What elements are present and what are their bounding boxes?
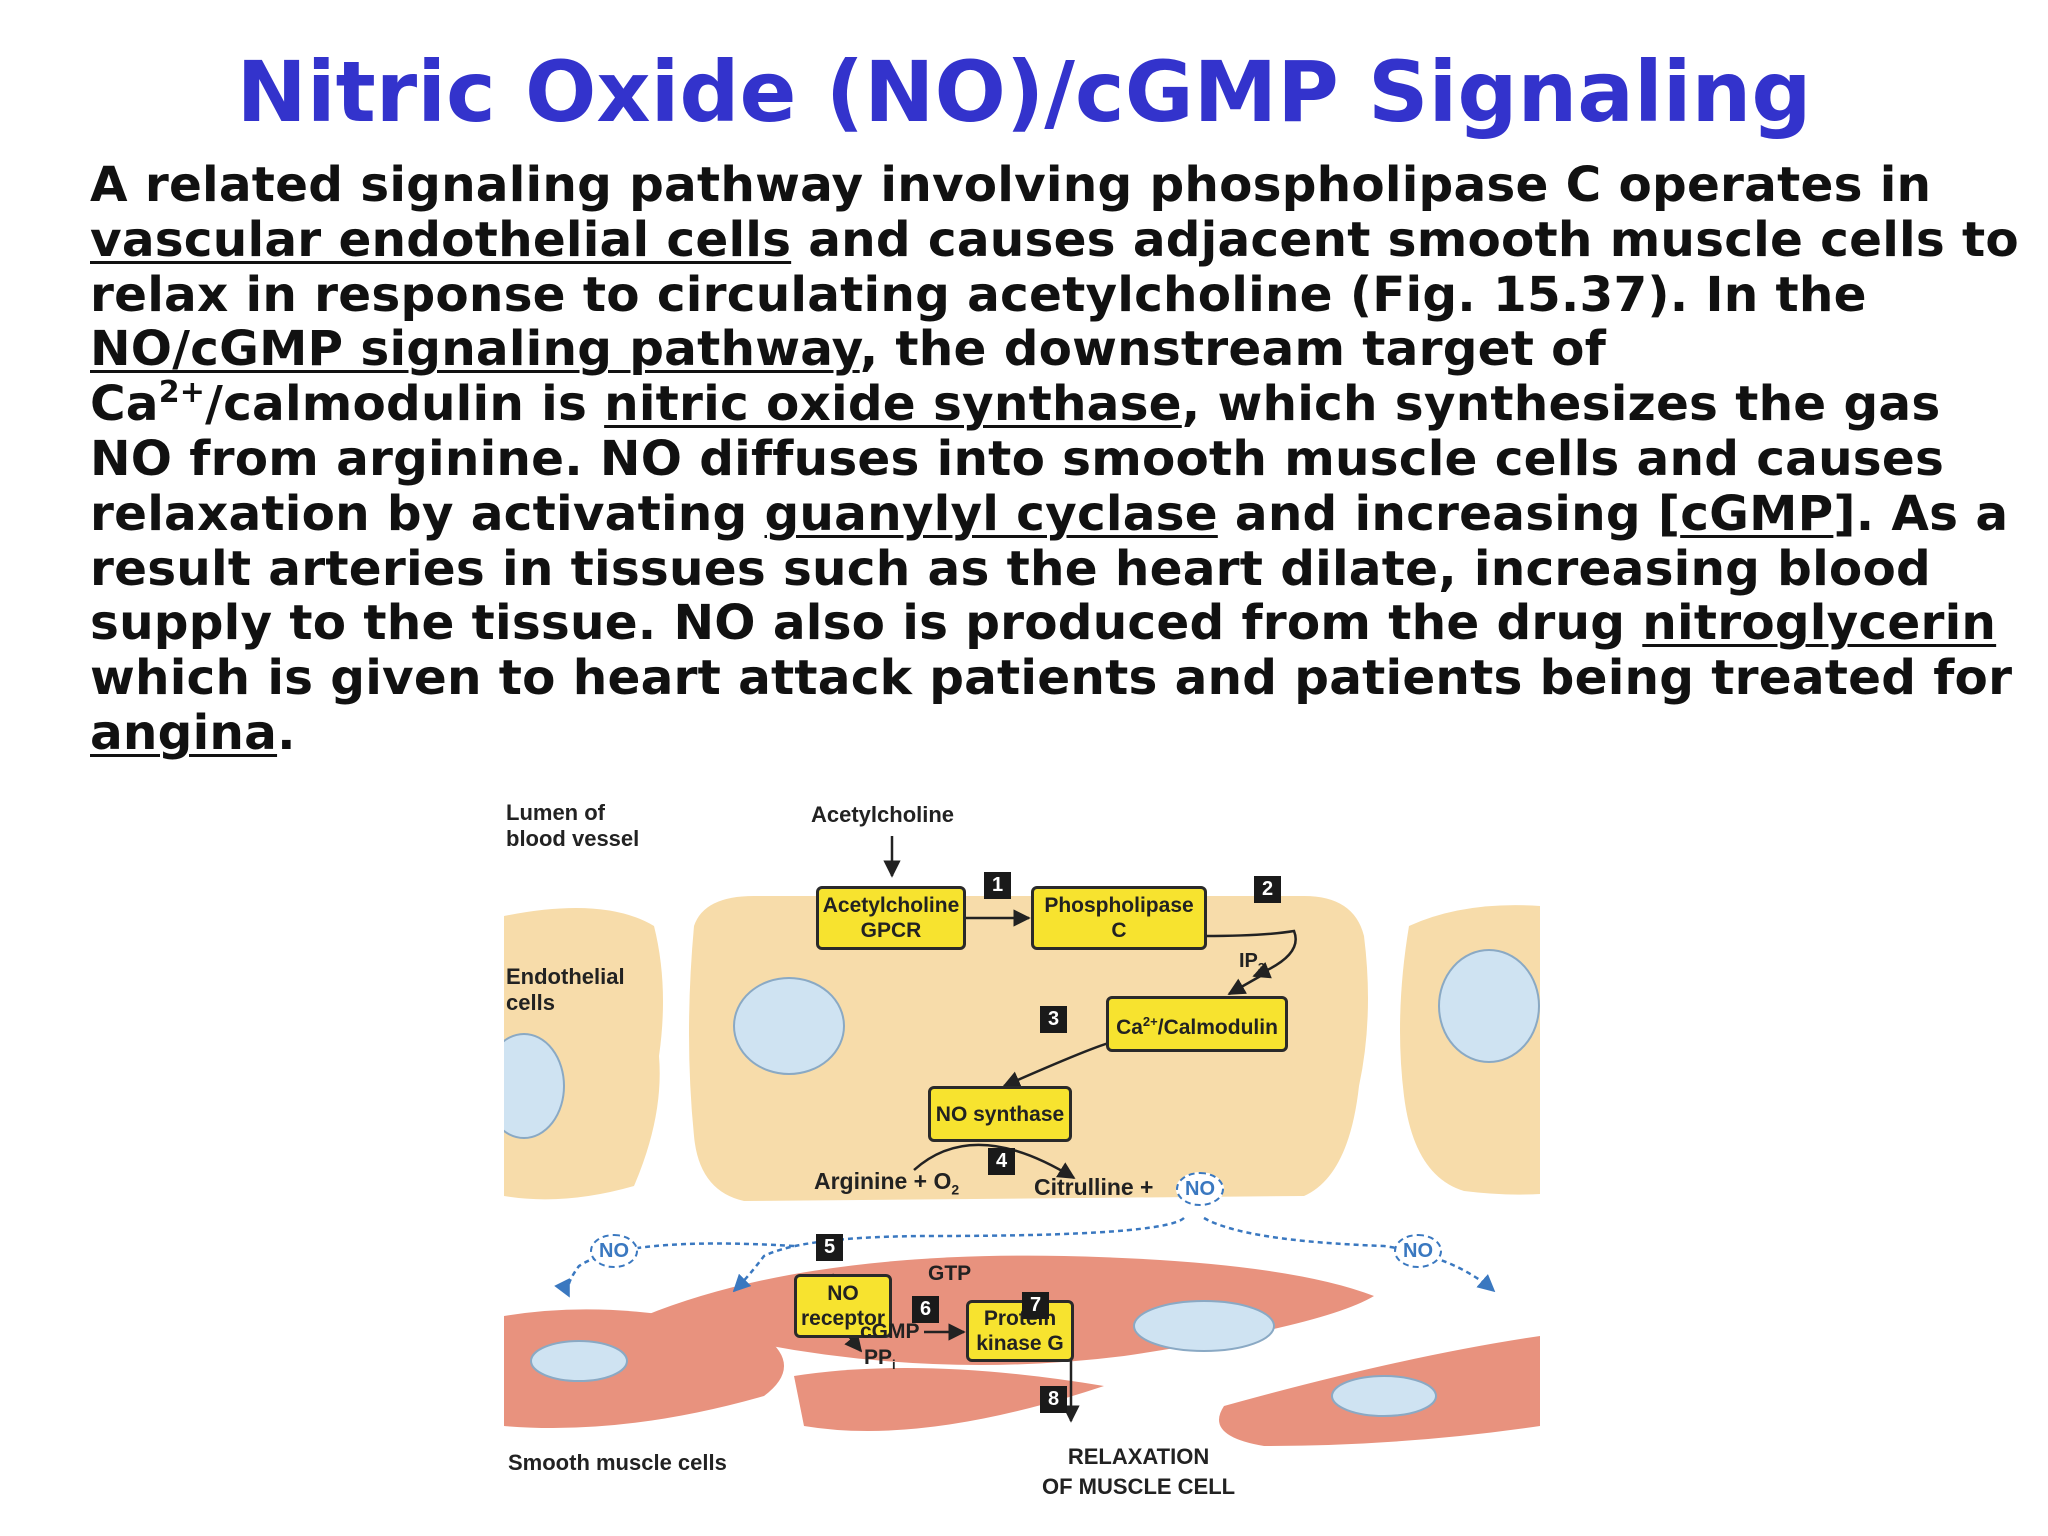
no-diffusion-far-left: [554, 1242, 795, 1298]
ppi-text: PP: [864, 1346, 893, 1369]
body-paragraph: A related signaling pathway involving ph…: [90, 158, 2020, 761]
plc-box-line2: C: [1111, 919, 1127, 942]
step-marker-4: 4: [988, 1148, 1015, 1175]
label-endothelial-line1: Endothelial: [506, 964, 625, 989]
ppi-subscript: i: [892, 1357, 896, 1373]
gpcr-box-line1: Acetylcholine: [822, 894, 960, 917]
nucleus-muscle-center: [1133, 1300, 1275, 1352]
label-citrulline: Citrulline +: [1034, 1174, 1154, 1200]
term-cgmp: cGMP: [1680, 485, 1834, 542]
term-guanylyl-cyclase: guanylyl cyclase: [764, 485, 1218, 542]
smooth-muscle-cell-bottom: [794, 1368, 1104, 1431]
no-molecule-released: NO: [1176, 1172, 1224, 1206]
label-cgmp: cGMP: [860, 1320, 920, 1343]
box-calmodulin: Ca2+/Calmodulin: [1106, 996, 1288, 1052]
label-endothelial-line2: cells: [506, 990, 555, 1015]
nucleus-endothelial-right: [1438, 949, 1540, 1063]
label-endothelial: Endothelial cells: [506, 964, 625, 1016]
body-text-segment: /calmodulin is: [205, 376, 605, 433]
body-text-segment: A related signaling pathway involving ph…: [90, 157, 1932, 213]
arrow-ip3: [1227, 972, 1265, 996]
label-acetylcholine: Acetylcholine: [811, 802, 955, 827]
ip3-subscript: 3: [1257, 960, 1266, 975]
step-marker-1: 1: [984, 872, 1011, 899]
label-smooth-muscle: Smooth muscle cells: [508, 1450, 727, 1475]
relaxation-line1: RELAXATION: [1067, 1444, 1210, 1469]
term-nitroglycerin: nitroglycerin: [1642, 595, 1997, 652]
label-lumen-line1: Lumen of: [506, 800, 605, 825]
body-text-segment: which is given to heart attack patients …: [90, 650, 2013, 707]
no-molecule-right: NO: [1394, 1234, 1442, 1268]
step-marker-6: 6: [912, 1296, 939, 1323]
page-title: Nitric Oxide (NO)/cGMP Signaling: [236, 43, 1812, 141]
nucleus-muscle-right: [1331, 1375, 1437, 1417]
label-ppi: PPi: [864, 1346, 896, 1372]
ip3-text: IP: [1239, 950, 1258, 972]
step-marker-2: 2: [1254, 876, 1281, 903]
smooth-muscle-cell-left: [504, 1309, 784, 1428]
nucleus-endothelial-left: [504, 1033, 565, 1139]
arginine-text: Arginine + O: [814, 1168, 952, 1194]
body-text-segment: and increasing [: [1217, 485, 1681, 542]
calcium-charge: 2+: [158, 375, 206, 411]
arrow-step4: [913, 1143, 1076, 1180]
pkg-box-line2: kinase G: [976, 1332, 1064, 1355]
step-marker-5: 5: [816, 1234, 843, 1261]
gpcr-box-line2: GPCR: [860, 919, 922, 942]
body-text-segment: , which synthesizes the gas NO from argi…: [90, 376, 1945, 542]
label-ip3: IP3: [1239, 950, 1265, 975]
term-nitric-oxide-synthase: nitric oxide synthase: [604, 376, 1182, 433]
plc-box-line1: Phospholipase: [1044, 894, 1194, 917]
label-relaxation: RELAXATION OF MUSCLE CELL: [1042, 1442, 1235, 1502]
no-receptor-line2: receptor: [800, 1307, 886, 1330]
relaxation-line2: OF MUSCLE CELL: [1042, 1474, 1236, 1499]
arrow-step2: [1203, 929, 1297, 979]
nucleus-endothelial-center: [733, 977, 845, 1075]
term-angina: angina: [90, 704, 278, 761]
no-diffusion-right: [1203, 1216, 1496, 1293]
figure-artwork: [504, 836, 1540, 1446]
no-cgmp-pathway-figure: Lumen of blood vessel Acetylcholine Endo…: [504, 796, 1540, 1516]
arginine-subscript: 2: [951, 1181, 960, 1198]
term-vascular-endothelial-cells: vascular endothelial cells: [90, 211, 792, 268]
body-text-segment: and causes adjacent smooth muscle cells …: [90, 211, 2019, 323]
body-text-segment: .: [277, 704, 296, 761]
pkg-box-line1: Protein: [983, 1307, 1057, 1330]
term-no-cgmp-pathway: NO/cGMP signaling pathway: [90, 321, 860, 378]
body-text-segment: , the downstream target of Ca: [90, 321, 1607, 433]
step-marker-3: 3: [1040, 1006, 1067, 1033]
box-no-synthase: NO synthase: [928, 1086, 1072, 1142]
body-text-segment: ]. As a result arteries in tissues such …: [90, 485, 2009, 652]
nucleus-muscle-left: [530, 1340, 628, 1382]
calmodulin-ca: Ca: [1116, 1015, 1143, 1039]
endothelial-cell-center: [689, 896, 1368, 1201]
label-arginine: Arginine + O2: [814, 1168, 959, 1198]
no-receptor-line1: NO: [827, 1282, 859, 1305]
no-diffusion-left: [732, 1216, 1185, 1293]
calmodulin-text: /Calmodulin: [1157, 1015, 1278, 1039]
step-marker-7: 7: [1022, 1292, 1049, 1319]
label-lumen: Lumen of blood vessel: [506, 800, 639, 852]
calmodulin-charge: 2+: [1142, 1013, 1158, 1029]
no-molecule-left: NO: [590, 1234, 638, 1268]
step-marker-8: 8: [1040, 1386, 1067, 1413]
label-lumen-line2: blood vessel: [506, 826, 640, 851]
label-gtp: GTP: [928, 1262, 972, 1285]
